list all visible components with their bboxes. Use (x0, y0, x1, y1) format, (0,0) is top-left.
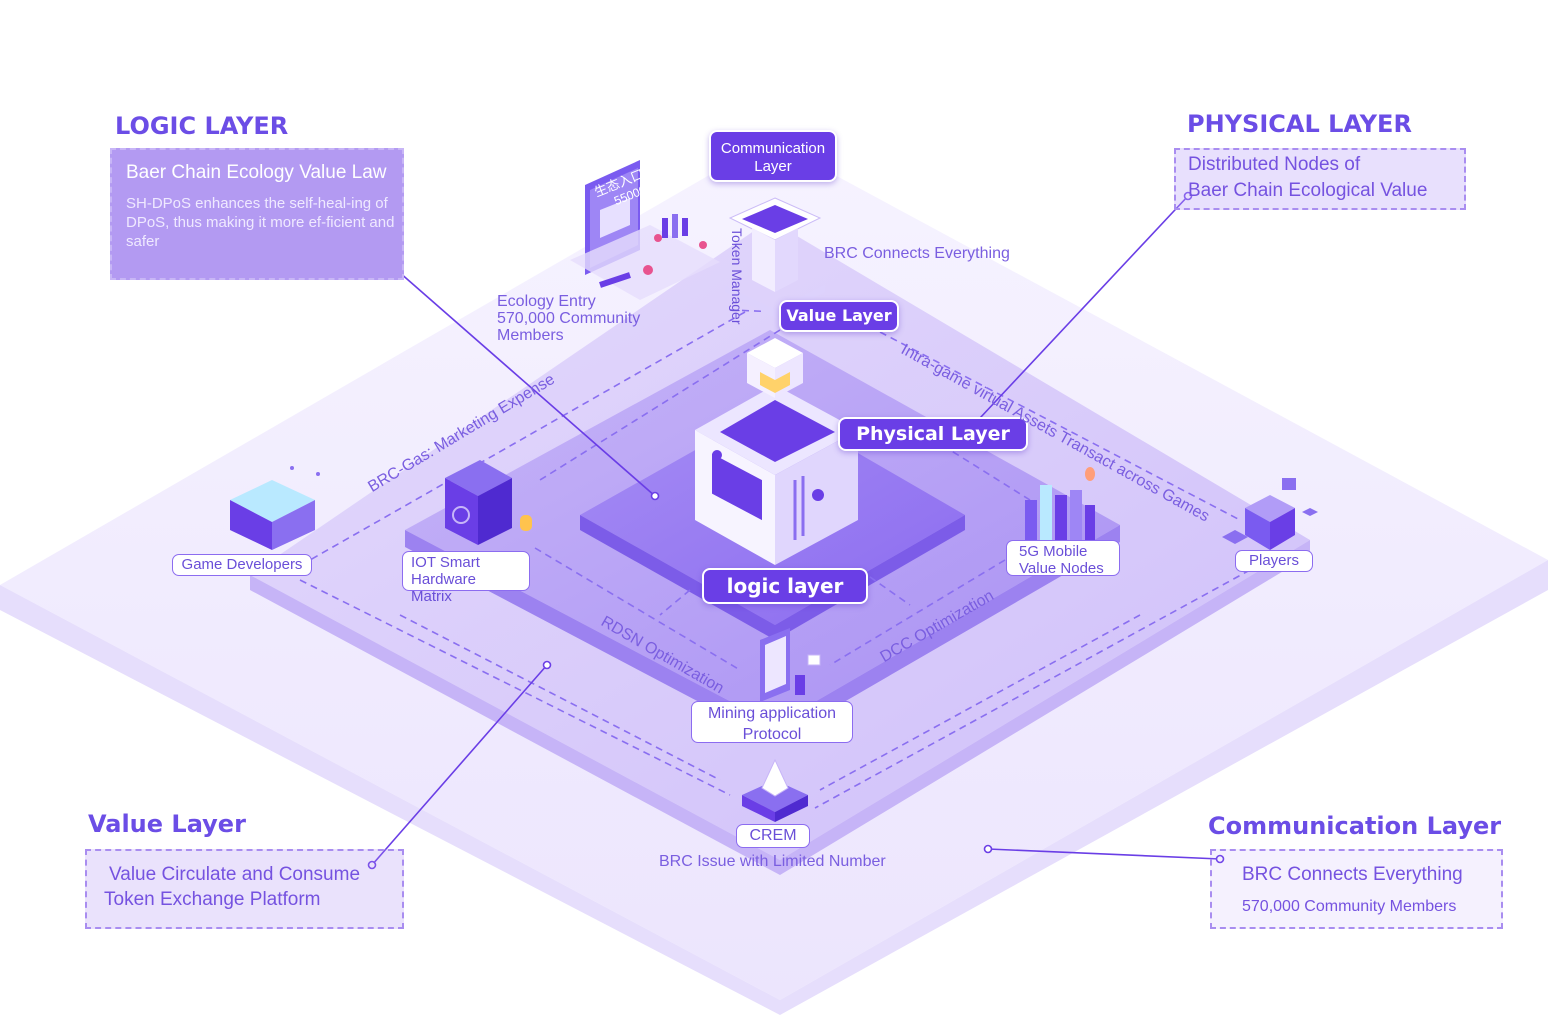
communication-callout-line1: BRC Connects Everything (1242, 864, 1463, 885)
mining-device (760, 628, 821, 702)
logic-callout-text: SH-DPoS enhances the self-heal-ing of DP… (126, 195, 395, 250)
token-manager-label: Token Manager (729, 228, 745, 325)
iot-label: IOT Smart Hardware Matrix (402, 551, 530, 605)
value-layer-callout: Value Circulate and Consume Token Exchan… (85, 849, 404, 929)
logic-layer-heading: LOGIC LAYER (115, 112, 289, 140)
game-developers-label: Game Developers (172, 554, 312, 576)
brc-connects-label: BRC Connects Everything (824, 245, 1010, 262)
players-label: Players (1235, 550, 1313, 572)
5g-mobile-label: 5G Mobile Value Nodes (1006, 540, 1120, 577)
value-layer-badge: Value Layer (779, 300, 899, 332)
value-callout-line1: Value Circulate and Consume (109, 864, 361, 885)
logic-layer-badge: logic layer (702, 568, 868, 604)
communication-layer-callout: BRC Connects Everything 570,000 Communit… (1210, 849, 1503, 929)
token-manager-tower (725, 197, 825, 318)
value-callout-line2: Token Exchange Platform (104, 889, 321, 910)
ecology-screen (570, 160, 720, 300)
small-cube (747, 338, 803, 398)
communication-layer-heading: Communication Layer (1208, 812, 1502, 840)
physical-callout-line1: Distributed Nodes of (1188, 154, 1361, 175)
logic-callout-title: Baer Chain Ecology Value Law (126, 162, 387, 183)
players-cubes (1222, 478, 1318, 550)
logic-layer-callout: Baer Chain Ecology Value Law SH-DPoS enh… (110, 148, 404, 280)
physical-layer-heading: PHYSICAL LAYER (1187, 110, 1412, 138)
crem-prism (742, 758, 808, 822)
city-blocks (1025, 467, 1095, 540)
communication-layer-badge: Communication Layer (709, 130, 837, 182)
brc-issue-label: BRC Issue with Limited Number (659, 853, 886, 870)
server-stack (230, 466, 320, 550)
ecology-entry-label: Ecology Entry (497, 293, 596, 310)
mining-protocol-label: Mining application Protocol (691, 701, 853, 743)
value-layer-heading: Value Layer (88, 810, 246, 838)
physical-layer-callout: Distributed Nodes of Baer Chain Ecologic… (1174, 148, 1466, 210)
iot-safe (445, 460, 532, 545)
communication-callout-line2: 570,000 Community Members (1242, 898, 1457, 915)
physical-layer-badge: Physical Layer (838, 417, 1028, 451)
community-members-label: 570,000 Community Members (497, 310, 641, 344)
central-cube (695, 385, 858, 565)
physical-callout-line2: Baer Chain Ecological Value (1188, 180, 1428, 201)
crem-label: CREM (736, 824, 810, 848)
